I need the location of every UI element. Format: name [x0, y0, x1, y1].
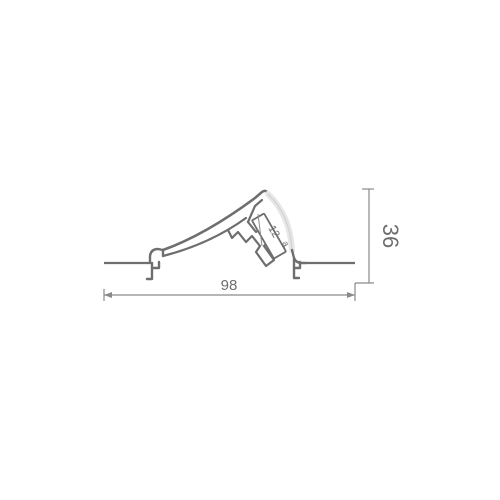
strip-sublabel: a	[280, 239, 291, 248]
left-flange	[145, 247, 165, 281]
height-dimension-label: 36	[378, 224, 403, 248]
profile-inner-curve	[161, 216, 248, 258]
width-arrow-right	[347, 292, 355, 298]
width-arrow-left	[104, 292, 112, 298]
channel-wall	[246, 198, 264, 224]
strip-label: 12	[265, 224, 282, 241]
right-flange	[290, 248, 308, 280]
diffuser-edge	[267, 193, 293, 251]
width-dimension-label: 98	[221, 277, 238, 294]
strip-dim-arrow	[257, 213, 263, 247]
profile-curved-body	[161, 189, 270, 252]
